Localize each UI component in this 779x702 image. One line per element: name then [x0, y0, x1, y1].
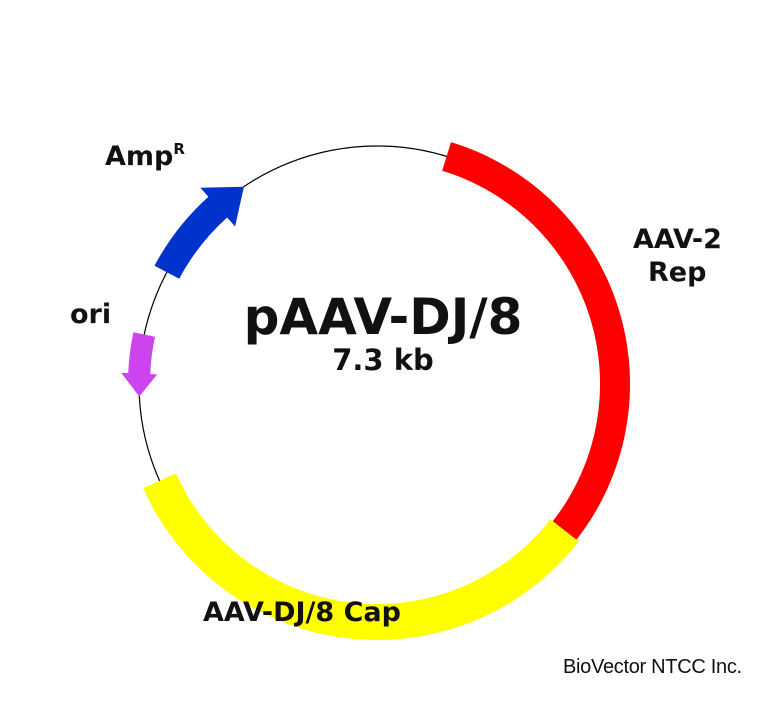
rep-feature-arc [442, 142, 631, 540]
ampr-label: AmpR [105, 140, 185, 172]
ampr-label-text: Amp [105, 141, 173, 172]
ori-feature-arrow [121, 332, 158, 397]
credit-text: BioVector NTCC Inc. [563, 656, 742, 678]
cap-label: AAV-DJ/8 Cap [203, 597, 401, 628]
ampr-label-superscript: R [173, 140, 185, 158]
plasmid-size: 7.3 kb [332, 343, 434, 377]
rep-label-line2: Rep [648, 257, 706, 288]
cap-feature-arc [143, 473, 579, 640]
plasmid-name: pAAV-DJ/8 [244, 288, 523, 346]
ampr-feature-arrow [154, 186, 244, 279]
rep-label-line1: AAV-2 [633, 224, 722, 255]
ori-label: ori [70, 299, 111, 330]
